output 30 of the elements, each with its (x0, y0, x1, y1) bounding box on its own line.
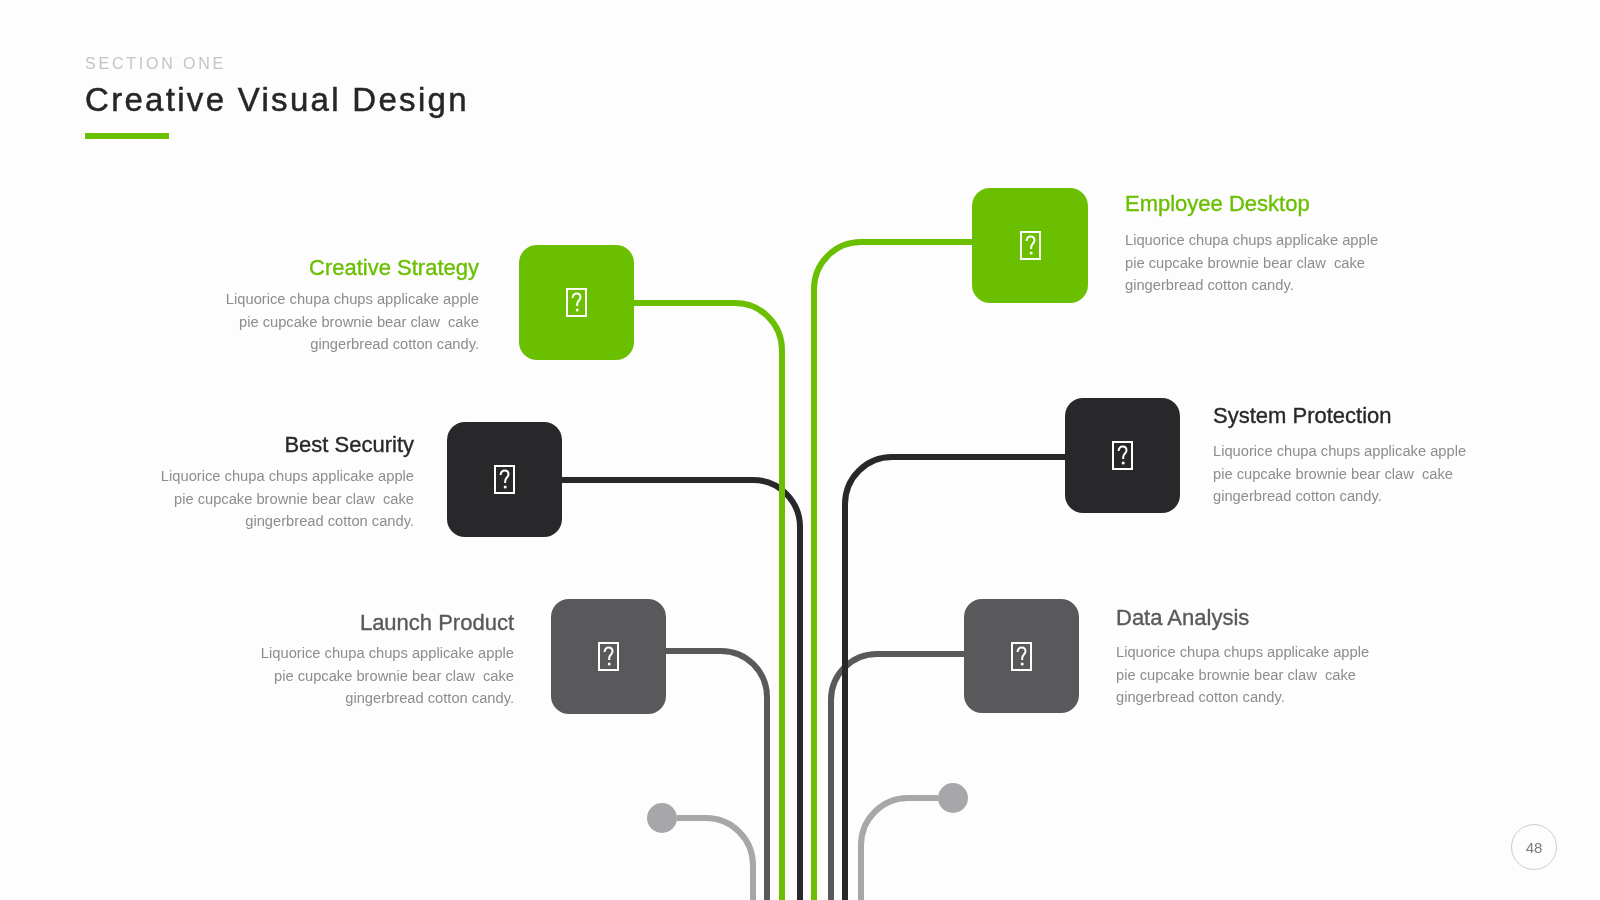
connector-line (666, 648, 770, 900)
item-description: Liquorice chupa chups applicake apple pie cupcake brownie bear claw cake gingerbread cotton candy. (259, 644, 514, 709)
item-heading: System Protection (1213, 403, 1392, 429)
item-description: Liquorice chupa chups applicake apple pie cupcake brownie bear claw cake gingerbread cotton candy. (1125, 231, 1380, 296)
item-heading: Employee Desktop (1125, 191, 1310, 217)
item-description: Liquorice chupa chups applicake apple pie cupcake brownie bear claw cake gingerbread cotton candy. (1213, 442, 1468, 507)
item-heading: Best Security (284, 432, 414, 458)
dot-marker (938, 783, 968, 813)
connector-line (634, 300, 785, 900)
slide-title: Creative Visual Design (85, 80, 469, 120)
item-description: Liquorice chupa chups applicake apple pie cupcake brownie bear claw cake gingerbread cotton candy. (224, 290, 479, 355)
icon-tile (519, 245, 634, 360)
connector-line (842, 454, 1065, 900)
icon-tile (964, 599, 1079, 713)
icon-tile (447, 422, 562, 537)
icon-tile (972, 188, 1088, 303)
item-heading: Launch Product (359, 610, 514, 636)
icon-tile (1065, 398, 1180, 513)
connector-line (811, 239, 972, 900)
item-heading: Data Analysis (1116, 605, 1250, 631)
connector-line (828, 651, 964, 900)
item-description: Liquorice chupa chups applicake apple pie cupcake brownie bear claw cake gingerbread cotton candy. (159, 467, 414, 532)
connector-line (858, 795, 938, 900)
item-heading: Creative Strategy (309, 255, 479, 281)
section-label: SECTION ONE (85, 54, 227, 74)
connector-line (677, 815, 756, 900)
connector-line (562, 477, 803, 900)
dot-marker (647, 803, 677, 833)
icon-tile (551, 599, 666, 714)
item-description: Liquorice chupa chups applicake apple pie cupcake brownie bear claw cake gingerbread cotton candy. (1116, 643, 1371, 708)
